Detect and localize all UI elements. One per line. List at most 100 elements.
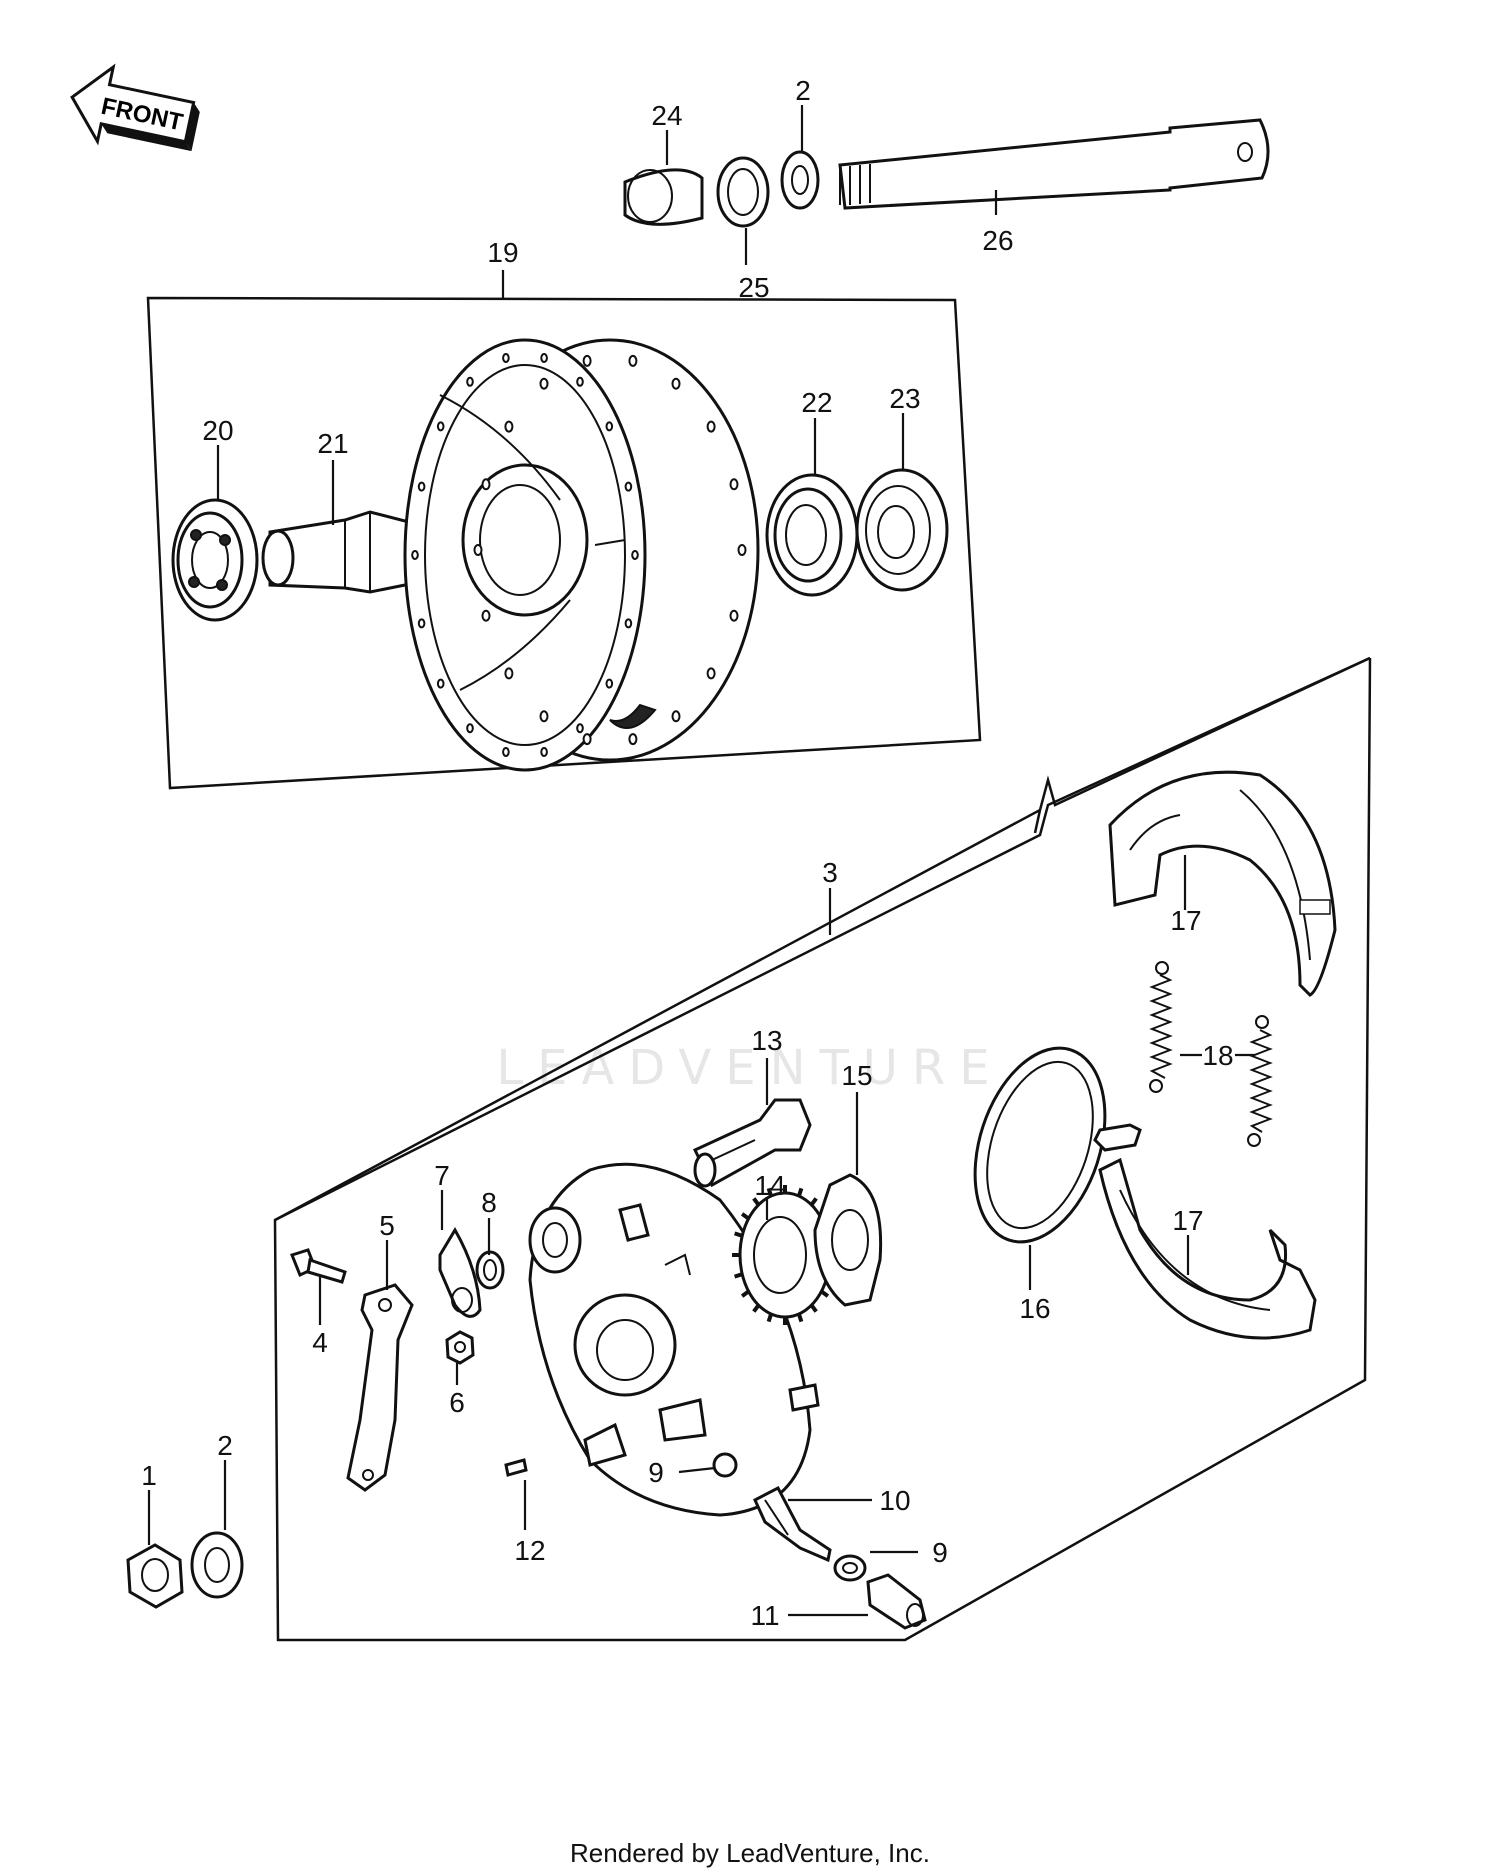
spoke-hole — [582, 354, 592, 367]
part-13-camshaft — [692, 1098, 812, 1188]
spoke-hole — [411, 550, 419, 560]
part-12-pin — [504, 1458, 528, 1477]
part-9-washer-lower — [833, 1554, 867, 1582]
spoke-hole — [502, 353, 510, 363]
spoke-hole — [436, 678, 445, 689]
spoke-hole — [576, 723, 584, 734]
part-2-washer-bottom — [190, 1531, 244, 1599]
callout-labels: 24 2 26 19 25 20 21 22 23 3 17 18 13 15 … — [141, 75, 1233, 1631]
gear-tooth — [752, 1197, 761, 1206]
part-18-spring-left — [1149, 961, 1173, 1093]
spoke-hole — [576, 376, 584, 387]
gear-tooth — [752, 1304, 761, 1313]
part-4-bolt — [290, 1248, 347, 1284]
callout-4: 4 — [312, 1327, 328, 1358]
spoke-hole — [466, 723, 474, 734]
exploded-parts-diagram: FRONT — [70, 63, 1372, 1642]
callout-5: 5 — [379, 1210, 395, 1241]
part-24-collar — [623, 168, 704, 226]
part-16-seal-ring — [973, 1046, 1107, 1244]
footer-credit: Rendered by LeadVenture, Inc. — [570, 1838, 930, 1868]
spoke-hole — [481, 609, 491, 622]
brake-assembly-frame-top — [274, 656, 1371, 1222]
spoke-hole — [729, 478, 739, 491]
spoke-hole — [540, 747, 548, 757]
callout-10: 10 — [879, 1485, 910, 1516]
gear-tooth — [733, 1272, 743, 1279]
callout-24: 24 — [651, 100, 682, 131]
gear-tooth — [766, 1187, 773, 1197]
part-7-wear-indicator — [438, 1227, 482, 1318]
spoke-hole — [706, 667, 716, 680]
callout-15: 15 — [841, 1060, 872, 1091]
spoke-hole — [631, 550, 639, 560]
part-11-bushing — [866, 1573, 927, 1630]
part-10-pinion — [753, 1485, 832, 1563]
gear-tooth — [733, 1231, 743, 1238]
part-17-brake-shoe-top — [1108, 770, 1337, 997]
spoke-hole — [540, 353, 548, 363]
part-8-o-ring — [475, 1250, 505, 1290]
callout-17-top: 17 — [1170, 905, 1201, 936]
callout-11: 11 — [750, 1600, 779, 1631]
part-14-gear — [732, 1185, 838, 1325]
spoke-hole — [539, 710, 549, 723]
gear-tooth — [820, 1289, 830, 1298]
spoke-hole — [737, 544, 747, 556]
spoke-hole — [628, 733, 638, 746]
callout-6: 6 — [449, 1387, 465, 1418]
part-25-dust-seal — [716, 156, 770, 228]
spoke-hole — [417, 481, 426, 492]
part-17-brake-shoe-bottom — [1093, 1123, 1317, 1340]
part-18-spring-right — [1247, 1015, 1273, 1147]
spoke-hole — [504, 420, 514, 433]
part-1-axle-nut — [126, 1543, 184, 1609]
spoke-hole — [671, 377, 681, 390]
spoke-hole — [466, 376, 474, 387]
callout-16: 16 — [1019, 1293, 1050, 1324]
spoke-hole — [502, 747, 510, 757]
hub-assembly-frame — [146, 296, 982, 790]
callout-14: 14 — [754, 1170, 785, 1201]
gear-tooth — [809, 1197, 818, 1206]
gear-tooth — [740, 1289, 750, 1298]
spoke-hole — [582, 733, 592, 746]
callout-25: 25 — [738, 272, 769, 303]
spoke-hole — [504, 667, 514, 680]
spoke-hole — [628, 354, 638, 367]
spoke-hole — [671, 710, 681, 723]
callout-19: 19 — [487, 237, 518, 268]
spoke-hole — [417, 618, 426, 629]
gear-tooth — [766, 1313, 773, 1323]
spoke-hole — [436, 421, 445, 432]
part-23-oil-seal — [855, 468, 949, 592]
callout-12: 12 — [514, 1535, 545, 1566]
gear-tooth — [797, 1313, 804, 1323]
spoke-hole — [605, 421, 614, 432]
gear-tooth — [740, 1212, 750, 1221]
callout-2-top: 2 — [795, 75, 811, 106]
callout-26: 26 — [982, 225, 1013, 256]
spoke-hole — [624, 481, 633, 492]
spoke-hole — [539, 377, 549, 390]
callout-9-lower: 9 — [932, 1537, 948, 1568]
part-6-nut — [445, 1330, 475, 1365]
spoke-hole — [473, 544, 483, 556]
part-5-cam-lever — [346, 1283, 414, 1492]
part-15-washer — [813, 1173, 883, 1307]
gear-tooth — [809, 1304, 818, 1313]
callout-9-upper: 9 — [648, 1457, 664, 1488]
callout-2-bottom: 2 — [217, 1430, 233, 1461]
callout-3: 3 — [822, 857, 838, 888]
spoke-hole — [624, 618, 633, 629]
gear-tooth — [797, 1187, 804, 1197]
part-26-axle — [838, 118, 1270, 210]
part-19-hub — [403, 338, 760, 772]
leader-lines — [147, 105, 1255, 1617]
spoke-hole — [481, 478, 491, 491]
callout-13: 13 — [751, 1025, 782, 1056]
part-2-washer-top — [780, 150, 820, 210]
brake-assembly-frame — [273, 656, 1372, 1642]
callout-1: 1 — [141, 1460, 157, 1491]
